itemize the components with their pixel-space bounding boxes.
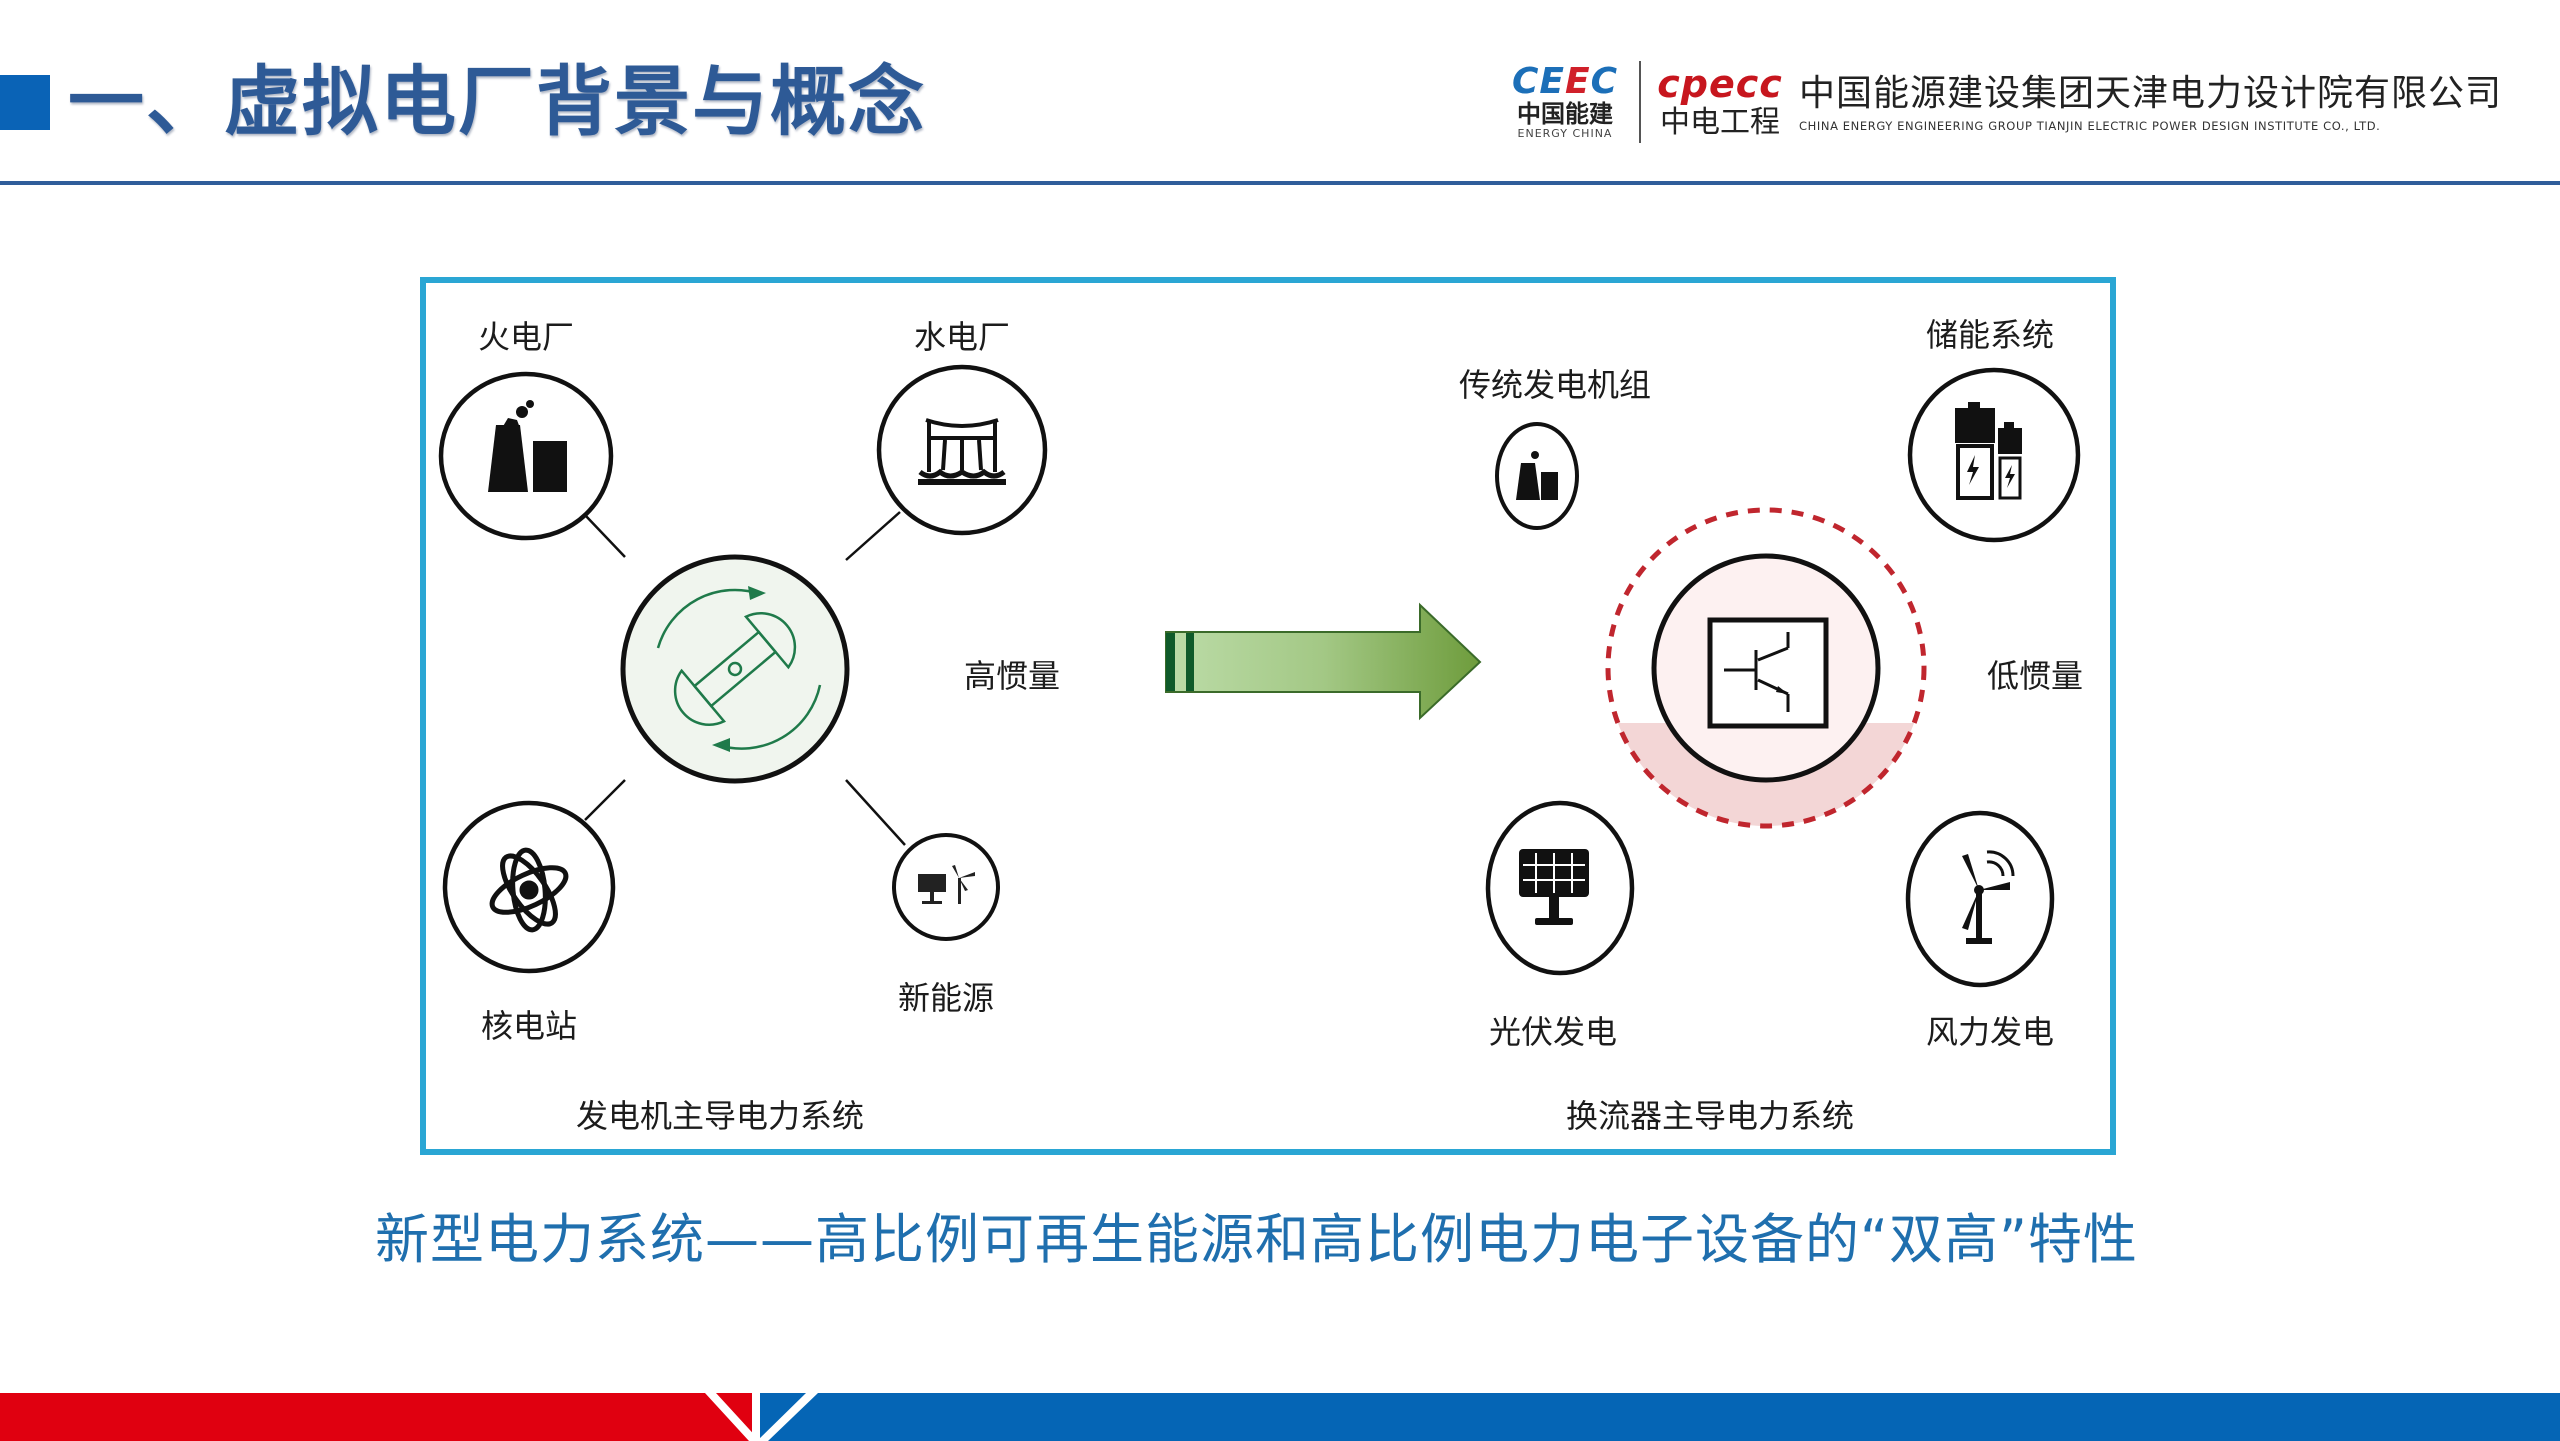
cpecc-chinese-name: 中电工程 xyxy=(1660,105,1780,140)
company-name-cn: 中国能源建设集团天津电力设计院有限公司 xyxy=(1799,73,2503,114)
node-label: 储能系统 xyxy=(1926,316,2054,354)
node-solar-pv: 光伏发电 xyxy=(1485,800,1635,1051)
converter-center xyxy=(1605,507,1927,829)
node-label: 传统发电机组 xyxy=(1459,366,1651,404)
nuclear-atom-icon xyxy=(489,847,569,933)
node-new-energy: 新能源 xyxy=(892,833,1000,1017)
node-label: 新能源 xyxy=(898,979,994,1017)
node-label: 火电厂 xyxy=(478,318,574,356)
page-title: 一、虚拟电厂背景与概念 xyxy=(68,57,926,146)
cpecc-logo: cpecc 中电工程 xyxy=(1655,63,1785,141)
high-inertia-label: 高惯量 xyxy=(964,657,1060,695)
low-inertia-label: 低惯量 xyxy=(1987,657,2083,695)
left-system-caption: 发电机主导电力系统 xyxy=(576,1097,864,1135)
company-name-en: CHINA ENERGY ENGINEERING GROUP TIANJIN E… xyxy=(1799,119,2381,133)
logo-divider xyxy=(1639,61,1641,143)
solar-wind-icon xyxy=(918,865,975,904)
ceec-english-name: ENERGY CHINA xyxy=(1517,127,1613,140)
company-logos: CEEC 中国能建 ENERGY CHINA cpecc 中电工程 中国能源建设… xyxy=(1505,52,2502,152)
node-label: 光伏发电 xyxy=(1489,1013,1617,1051)
node-label: 水电厂 xyxy=(914,318,1010,356)
node-energy-storage: 储能系统 xyxy=(1907,316,2081,543)
node-thermal-power-plant: 火电厂 xyxy=(438,318,614,541)
slide-subtitle: 新型电力系统——高比例可再生能源和高比例电力电子设备的“双高”特性 xyxy=(375,1208,2138,1271)
node-wind-power: 风力发电 xyxy=(1905,810,2055,1051)
left-system: 火电厂 水电厂 xyxy=(438,318,1060,1135)
battery-storage-icon xyxy=(1955,402,2022,500)
hydropower-dam-icon xyxy=(918,418,1006,485)
wind-turbine-icon xyxy=(1962,850,2015,944)
header-divider xyxy=(0,181,2560,185)
footer-red-band xyxy=(0,1393,755,1441)
thermal-power-plant-icon xyxy=(488,400,567,492)
node-nuclear-power-plant: 核电站 xyxy=(442,800,616,1045)
cpecc-mark: cpecc xyxy=(1657,62,1783,106)
footer-blue-band xyxy=(758,1393,2560,1441)
energy-china-logo: CEEC 中国能建 ENERGY CHINA xyxy=(1505,63,1625,141)
synchronous-generator-rotor-icon xyxy=(620,554,850,784)
title-accent-square xyxy=(0,75,50,130)
company-name: 中国能源建设集团天津电力设计院有限公司 CHINA ENERGY ENGINEE… xyxy=(1799,70,2502,134)
footer-bar xyxy=(0,1393,2560,1441)
node-label: 风力发电 xyxy=(1926,1013,2054,1051)
node-traditional-generator: 传统发电机组 xyxy=(1459,366,1651,530)
node-hydropower-plant: 水电厂 xyxy=(876,318,1048,536)
thermal-power-plant-icon xyxy=(1516,451,1558,500)
ceec-mark: CEEC xyxy=(1511,61,1619,102)
right-system: 传统发电机组 储能系统 xyxy=(1459,316,2083,1135)
power-transistor-igbt-icon xyxy=(1707,617,1829,729)
ceec-chinese-name: 中国能建 xyxy=(1517,100,1613,128)
right-arrow-icon xyxy=(1165,602,1482,721)
right-system-caption: 换流器主导电力系统 xyxy=(1566,1097,1854,1135)
solar-panel-icon xyxy=(1519,849,1589,925)
node-label: 核电站 xyxy=(481,1007,577,1045)
